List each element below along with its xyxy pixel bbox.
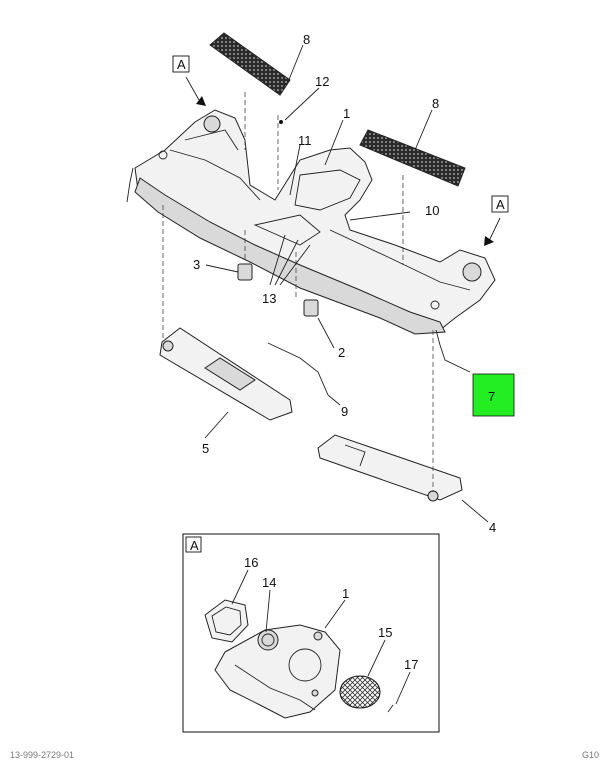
overhead-console-body — [134, 109, 496, 335]
callout-3: 3 — [193, 257, 200, 272]
screw-part-12 — [279, 120, 283, 124]
callout-10: 10 — [425, 203, 439, 218]
upper-right-filter-mesh — [359, 129, 466, 187]
view-a-arrow-right — [484, 236, 494, 246]
callout-2: 2 — [338, 345, 345, 360]
left-wire-lead — [126, 167, 134, 203]
callout-4: 4 — [489, 520, 496, 535]
callout-5: 5 — [202, 441, 209, 456]
inset-grille-15 — [339, 675, 381, 709]
right-sun-visor — [317, 434, 463, 502]
inset-callout-1: 1 — [342, 586, 349, 601]
inset-label: A — [190, 538, 199, 553]
inset-detail-a: A 16 14 1 15 17 — [182, 533, 440, 733]
callout-7: 7 — [488, 389, 495, 404]
callout-12: 12 — [315, 74, 329, 89]
left-sun-visor — [159, 327, 293, 421]
inset-callout-15: 15 — [378, 625, 392, 640]
wire-part-9 — [267, 342, 329, 396]
view-a-box-right — [491, 195, 509, 213]
callout-11: 11 — [298, 133, 312, 148]
clip-part-3 — [237, 263, 253, 281]
inset-callout-16: 16 — [244, 555, 258, 570]
callout-9: 9 — [341, 404, 348, 419]
inset-housing-1 — [214, 624, 341, 719]
leader-lines — [185, 44, 501, 523]
inset-screw-17 — [387, 704, 394, 713]
clip-part-2 — [303, 299, 319, 317]
inset-callout-17: 17 — [404, 657, 418, 672]
upper-left-filter-mesh — [209, 32, 291, 96]
view-a-arrow-left — [196, 96, 206, 106]
view-a-label-right: A — [496, 197, 505, 212]
callout-8-right: 8 — [432, 96, 439, 111]
drawing-sheet: G10 — [582, 750, 599, 760]
callout-1: 1 — [343, 106, 350, 121]
inset-callout-14: 14 — [262, 575, 276, 590]
callout-7-highlight[interactable] — [472, 373, 515, 417]
callout-13: 13 — [262, 291, 276, 306]
callout-8-upper: 8 — [303, 32, 310, 47]
harness-part-7 — [435, 329, 471, 373]
view-a-box-left — [172, 55, 190, 73]
view-a-label-left: A — [177, 57, 186, 72]
drawing-number: 13-999-2729-01 — [10, 750, 74, 760]
alignment-lines — [162, 92, 434, 492]
